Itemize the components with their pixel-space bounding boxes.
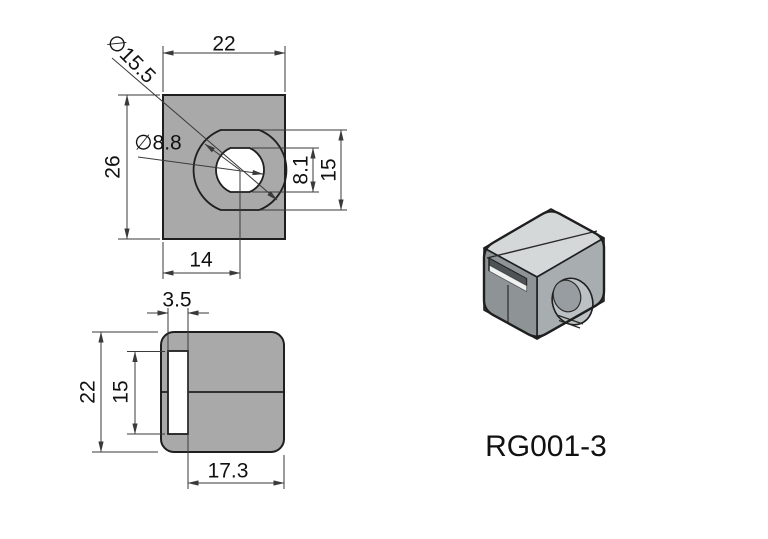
iso-silhouette [482,210,606,338]
dim-front-height: 26 [102,94,160,240]
dim-side-depth: 17.3 [187,434,285,489]
dim-label: 22 [212,33,235,56]
dim-slot-width: 3.5 [147,289,209,434]
dim-label: 15 [318,158,341,181]
side-slot [167,350,189,435]
dim-label: 8.1 [290,155,313,184]
dim-label: 14 [189,249,213,272]
front-view: 22 26 ∅15.5 ∅8.8 8.1 [102,30,347,279]
outer-bore-profile [192,129,288,211]
leader-arrow-line [204,143,241,171]
iso-top-seam-line [486,230,598,259]
dim-hole-offset: 14 [162,242,241,279]
dim-side-height: 22 [77,331,158,453]
dim-label: 17.3 [208,460,249,483]
dim-inner-diameter: ∅8.8 [134,132,264,176]
dim-label: ∅8.8 [134,132,182,155]
dim-label: 22 [77,380,100,403]
dim-inner-flat: 8.1 [252,147,319,193]
leader-line [111,57,278,201]
dim-label: 3.5 [162,289,191,312]
isometric-view [482,208,606,340]
dim-label: ∅15.5 [102,30,160,88]
side-view: 3.5 22 15 17.3 [77,289,285,489]
dim-slot-height: 15 [110,351,165,435]
iso-slot [488,257,528,293]
dim-outer-flat: 15 [261,129,347,211]
leader-line [137,156,264,176]
part-number-label: RG001-3 [485,430,607,463]
dim-front-width: 22 [162,33,286,92]
dim-label: 26 [102,155,125,178]
dim-label: 15 [110,380,133,403]
iso-bore-far-edge [552,279,582,313]
